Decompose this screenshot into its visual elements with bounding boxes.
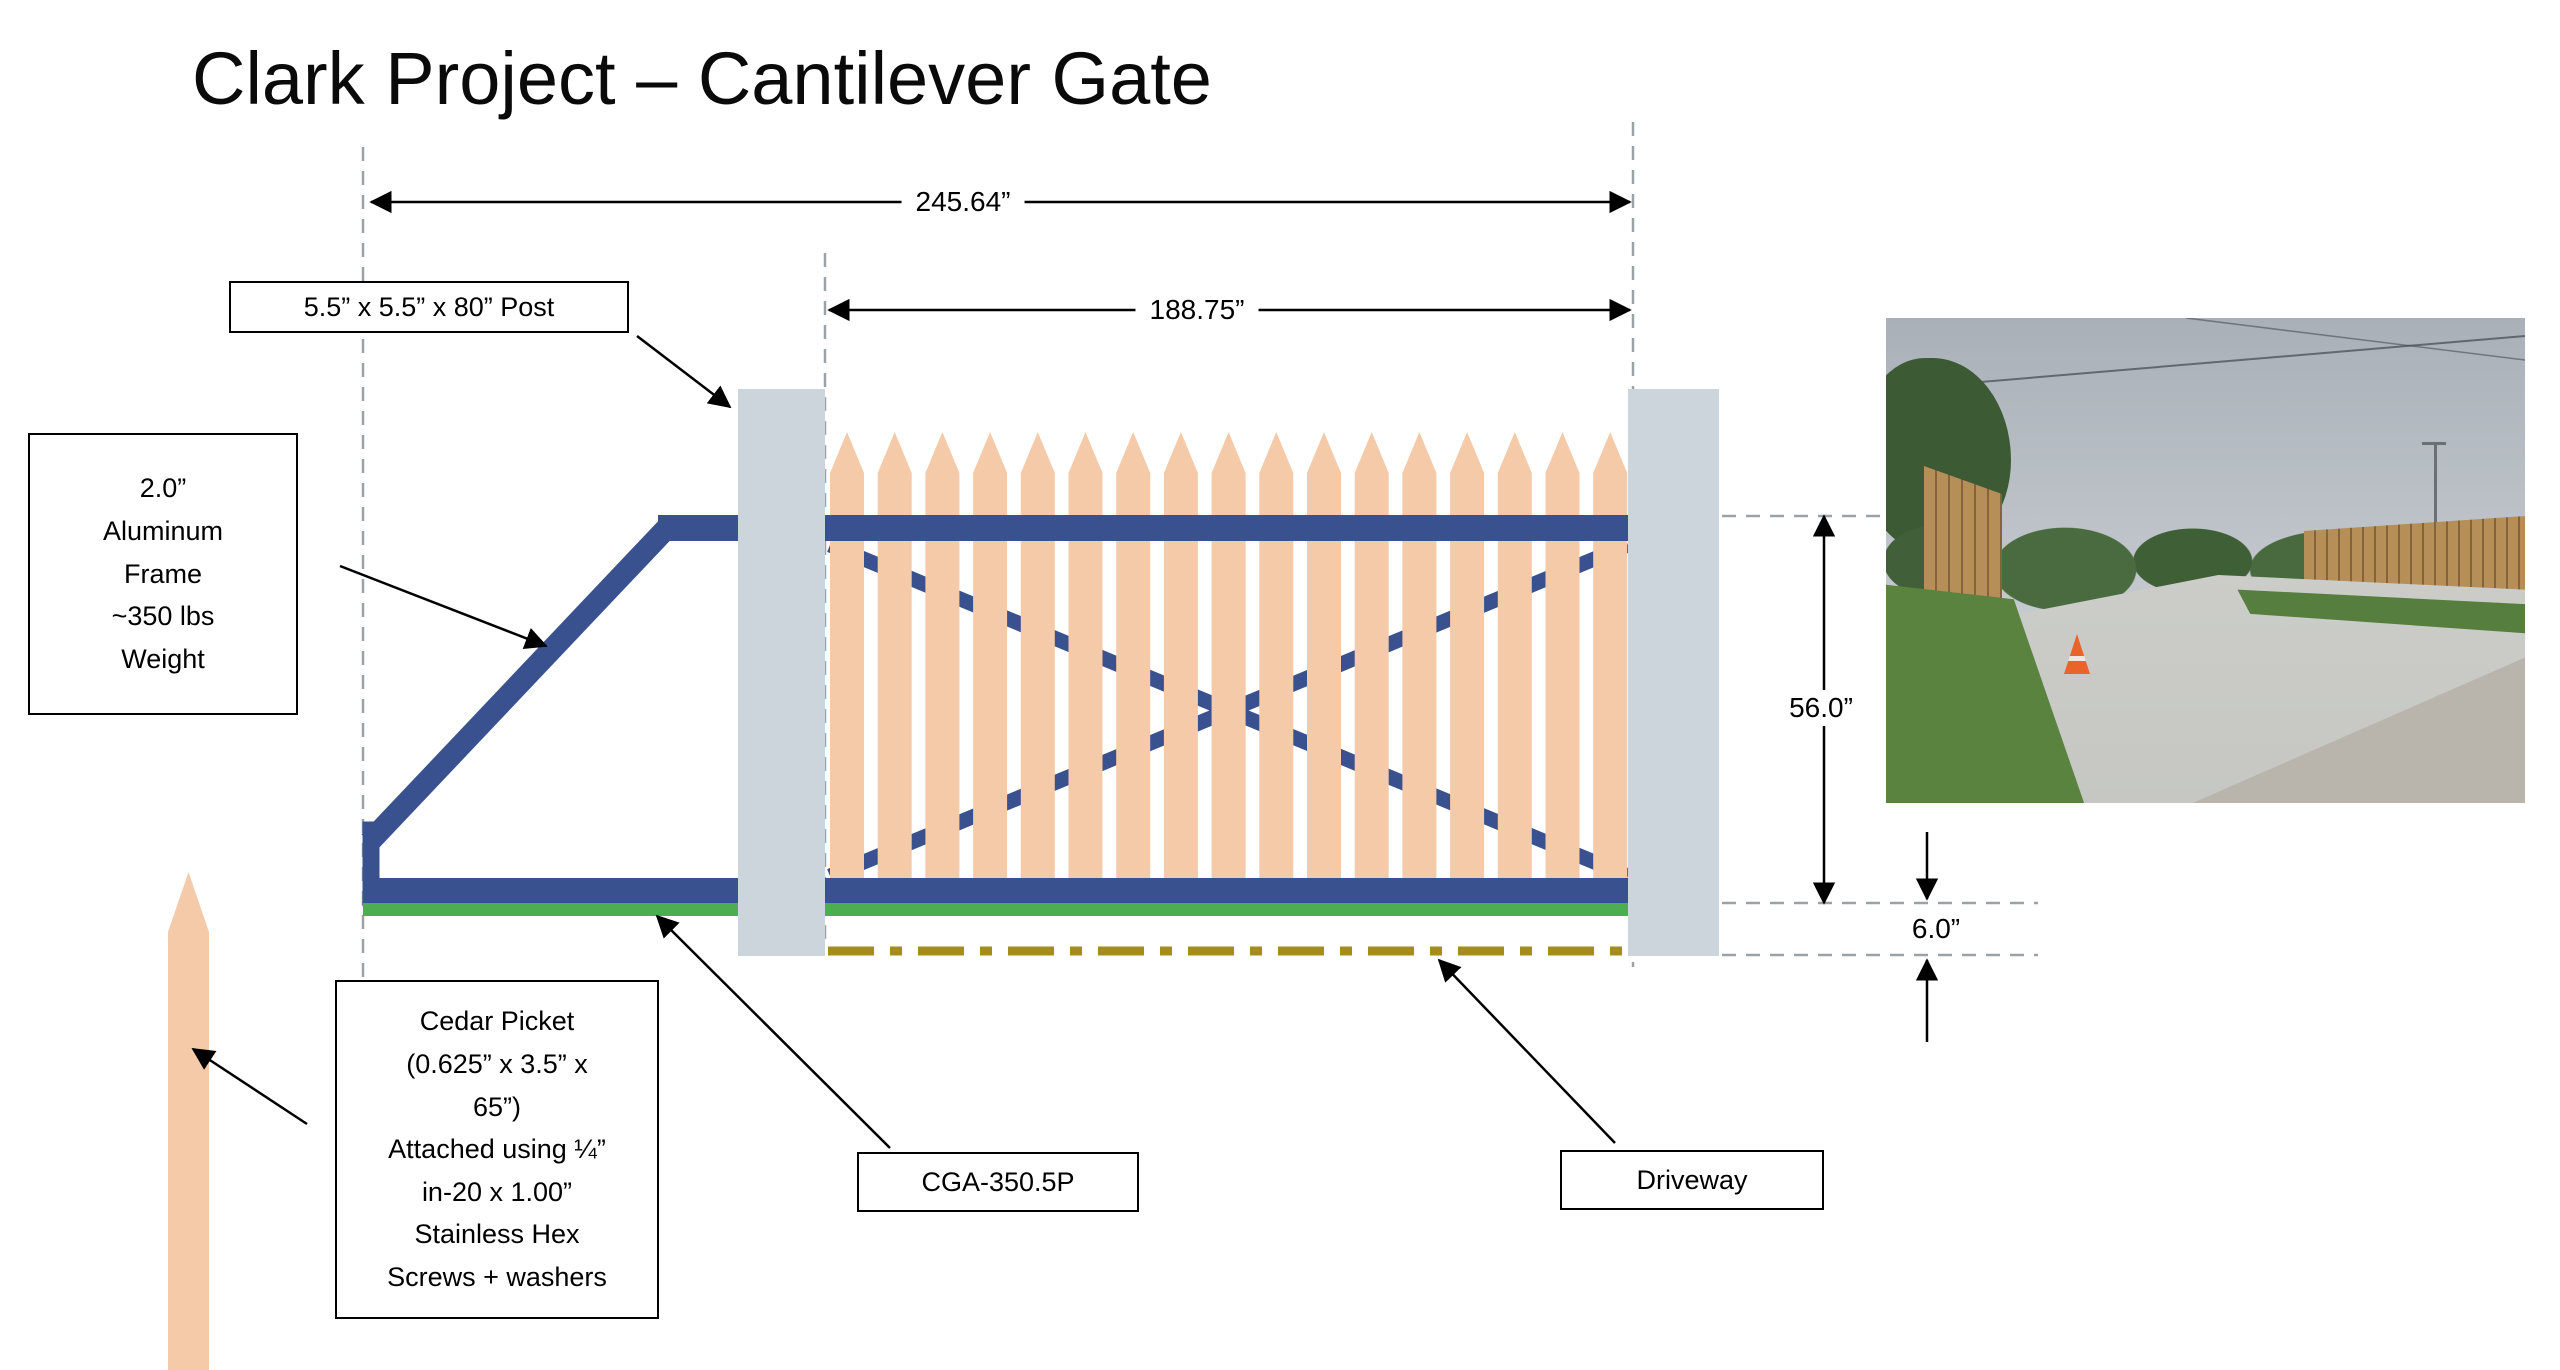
gate-picket (1545, 432, 1580, 905)
bottom-green-rail (363, 903, 1632, 916)
gate-pickets (830, 432, 1628, 905)
gate-picket (1593, 432, 1628, 905)
callout-driveway: Driveway (1560, 1150, 1824, 1210)
gate-picket (877, 432, 912, 905)
left-post (738, 389, 825, 956)
callout-picket: Cedar Picket (0.625” x 3.5” x 65”) Attac… (335, 980, 659, 1319)
photo-light-pole (2434, 444, 2437, 562)
gate-picket (1259, 432, 1294, 905)
leader-frame (339, 564, 548, 649)
callout-post: 5.5” x 5.5” x 80” Post (229, 281, 629, 333)
dim-overall-width: 245.64” (901, 184, 1025, 220)
sample-picket (168, 872, 209, 1370)
gate-picket (1307, 432, 1341, 905)
gate-picket (1450, 432, 1485, 905)
leader-driveway (1437, 958, 1616, 1144)
gate-picket (1163, 432, 1198, 905)
gate-picket (1068, 432, 1103, 905)
gate-picket (1211, 432, 1246, 905)
page-title: Clark Project – Cantilever Gate (192, 37, 1212, 120)
dim-gate-width: 188.75” (1135, 292, 1259, 328)
leader-operator (655, 914, 891, 1149)
site-photo (1886, 318, 2525, 803)
gate-picket (1497, 432, 1532, 905)
photo-power-lines (1886, 318, 2525, 391)
gate-picket (1354, 432, 1389, 905)
leader-picket (191, 1047, 308, 1126)
bottom-rail (363, 878, 1632, 903)
dim-ground-gap: 6.0” (1897, 911, 1975, 947)
gate-picket (1402, 432, 1437, 905)
photo-light-pole-arm (2422, 442, 2446, 445)
dim-gate-height: 56.0” (1775, 690, 1867, 726)
callout-operator: CGA-350.5P (857, 1152, 1139, 1212)
leader-post (636, 335, 732, 409)
right-post (1628, 389, 1719, 956)
gate-picket (1116, 432, 1151, 905)
gate-picket (830, 432, 864, 905)
gate-picket (925, 432, 960, 905)
cantilever-diagonal (361, 516, 679, 850)
callout-frame: 2.0” Aluminum Frame ~350 lbs Weight (28, 433, 298, 715)
gate-picket (1020, 432, 1055, 905)
gate-picket (973, 432, 1008, 905)
